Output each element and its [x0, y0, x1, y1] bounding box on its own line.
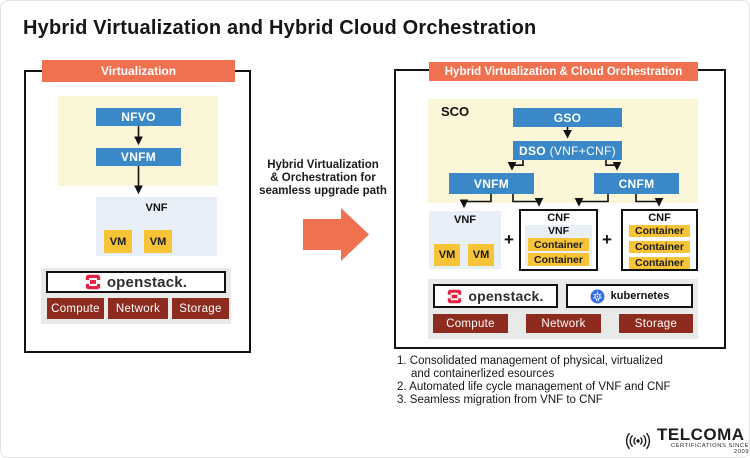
vnf-group-right-label: VNF: [454, 214, 476, 226]
openstack-logo-box-right: openstack.: [433, 284, 558, 308]
cnfm-box: CNFM: [594, 173, 679, 194]
nfvo-box: NFVO: [96, 108, 181, 126]
container-box: Container: [629, 241, 690, 253]
cnfm-label: CNFM: [618, 176, 655, 191]
note-line: 1. Consolidated management of physical, …: [397, 355, 663, 367]
plus-sign: +: [602, 230, 612, 249]
nfvo-label: NFVO: [121, 110, 156, 124]
virtualization-header-label: Virtualization: [100, 64, 177, 78]
notes-list: 1. Consolidated management of physical, …: [397, 355, 727, 407]
note-line: and containerlized esources: [411, 368, 555, 380]
container-box: Container: [629, 225, 690, 237]
openstack-icon: [84, 274, 101, 290]
telcoma-tagline: CERTIFICATIONS SINCE 2009: [670, 443, 749, 455]
page-title: Hybrid Virtualization and Hybrid Cloud O…: [23, 17, 537, 39]
storage-label: Storage: [179, 302, 222, 315]
compute-label: Compute: [51, 302, 100, 315]
kubernetes-wordmark: kubernetes: [610, 290, 670, 302]
vm-label: VM: [438, 249, 456, 261]
vnfm-label-left: VNFM: [120, 150, 157, 164]
signal-icon: [623, 430, 653, 452]
telcoma-logo: TELCOMA CERTIFICATIONS SINCE 2009: [623, 425, 749, 455]
cnf-group-cloud: CNF Container Container Container: [621, 209, 698, 271]
vm-box: VM: [434, 244, 460, 266]
sco-label: SCO: [441, 104, 470, 119]
cnf-group-cloud-label: CNF: [648, 212, 671, 224]
vm-label: VM: [472, 249, 490, 261]
dso-label-bold: DSO: [519, 143, 546, 158]
telcoma-wordmark: TELCOMA: [657, 425, 745, 444]
storage-box-left: Storage: [172, 298, 229, 319]
openstack-wordmark: openstack.: [106, 273, 188, 291]
vm-box: VM: [468, 244, 494, 266]
openstack-logo-box-left: openstack.: [46, 271, 226, 293]
openstack-wordmark: openstack.: [468, 288, 544, 304]
container-box: Container: [528, 253, 589, 266]
network-label: Network: [115, 302, 161, 315]
note-line: 3. Seamless migration from VNF to CNF: [397, 394, 603, 406]
cnf-inner-vnf-zone: VNF Container Container: [525, 225, 592, 266]
cnf-group-hybrid: CNF VNF Container Container: [519, 209, 598, 271]
dso-label-detail: (VNF+CNF): [549, 143, 616, 158]
storage-label: Storage: [634, 317, 678, 330]
storage-box-right: Storage: [619, 314, 693, 333]
container-label: Container: [634, 241, 684, 253]
kubernetes-logo-box: kubernetes: [566, 284, 693, 308]
openstack-icon: [447, 289, 463, 304]
compute-label: Compute: [446, 317, 495, 330]
vm-box: VM: [144, 230, 172, 253]
container-label: Container: [533, 253, 583, 266]
gso-box: GSO: [513, 108, 622, 127]
dso-box: DSO (VNF+CNF): [513, 141, 622, 160]
hybrid-panel-header: Hybrid Virtualization & Cloud Orchestrat…: [429, 62, 698, 81]
caption-line: & Orchestration for: [270, 172, 376, 184]
cnf-inner-vnf-label: VNF: [548, 225, 569, 237]
network-box-right: Network: [526, 314, 601, 333]
vm-label: VM: [109, 235, 127, 248]
transition-arrow-icon: [303, 208, 369, 261]
compute-box-right: Compute: [433, 314, 508, 333]
gso-label: GSO: [553, 110, 582, 125]
vnfm-box-left: VNFM: [96, 148, 181, 166]
container-label: Container: [634, 257, 684, 269]
container-box: Container: [629, 257, 690, 269]
vm-label: VM: [149, 235, 167, 248]
vnfm-box-right: VNFM: [449, 173, 534, 194]
vm-box: VM: [104, 230, 132, 253]
cnf-group-hybrid-label: CNF: [547, 212, 570, 224]
vnf-group-left-label: VNF: [145, 202, 168, 214]
middle-caption: Hybrid Virtualization & Orchestration fo…: [253, 159, 393, 198]
vnfm-label-right: VNFM: [473, 176, 510, 191]
hybrid-header-label: Hybrid Virtualization & Cloud Orchestrat…: [444, 65, 683, 78]
note-line: 2. Automated life cycle management of VN…: [397, 381, 671, 393]
network-label: Network: [541, 317, 586, 330]
virtualization-panel-header: Virtualization: [42, 60, 235, 82]
container-label: Container: [533, 238, 583, 251]
network-box-left: Network: [108, 298, 168, 319]
plus-sign: +: [504, 230, 514, 249]
caption-line: seamless upgrade path: [259, 185, 387, 197]
container-label: Container: [634, 225, 684, 237]
caption-line: Hybrid Virtualization: [267, 159, 379, 171]
compute-box-left: Compute: [47, 298, 104, 319]
kubernetes-icon: [590, 289, 605, 304]
container-box: Container: [528, 238, 589, 251]
